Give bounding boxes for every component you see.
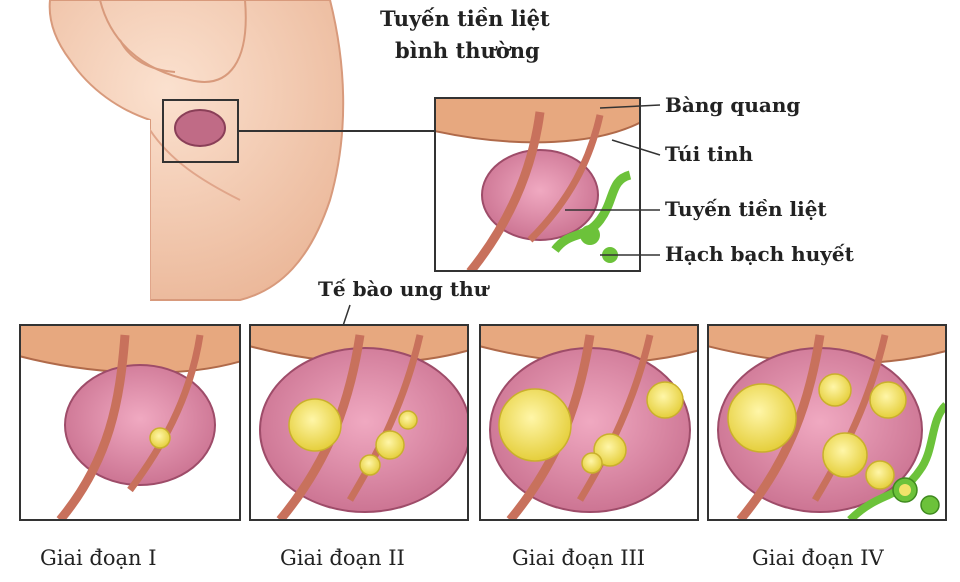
label-cancer-cells: Tế bào ung thư — [318, 277, 489, 301]
stage-1-frame — [19, 324, 241, 521]
label-seminal-vesicle: Túi tinh — [665, 142, 754, 166]
stage-2-frame — [249, 324, 469, 521]
pointer-bladder — [599, 104, 661, 109]
stage-2-caption: Giai đoạn II — [280, 546, 405, 570]
stage-3-caption: Giai đoạn III — [512, 546, 646, 570]
pointer-seminal — [611, 139, 661, 156]
stage-4-frame — [707, 324, 947, 521]
label-bladder: Bàng quang — [665, 93, 801, 117]
stage-2-panel — [250, 325, 468, 520]
normal-prostate-frame — [434, 97, 641, 272]
normal-prostate-panel — [435, 98, 640, 271]
title-line-1: Tuyến tiền liệt — [380, 6, 550, 31]
stage-4-panel — [708, 325, 946, 520]
label-lymph-node: Hạch bạch huyết — [665, 242, 854, 266]
title-line-2: bình thường — [395, 38, 540, 63]
stage-3-panel — [480, 325, 698, 520]
stage-1-panel — [20, 325, 240, 520]
stage-3-frame — [479, 324, 699, 521]
small-prostate — [174, 109, 226, 147]
label-prostate: Tuyến tiền liệt — [665, 197, 827, 221]
body-silhouette — [40, 0, 345, 310]
stage-1-caption: Giai đoạn I — [40, 546, 157, 570]
stage-4-caption: Giai đoạn IV — [752, 546, 884, 570]
